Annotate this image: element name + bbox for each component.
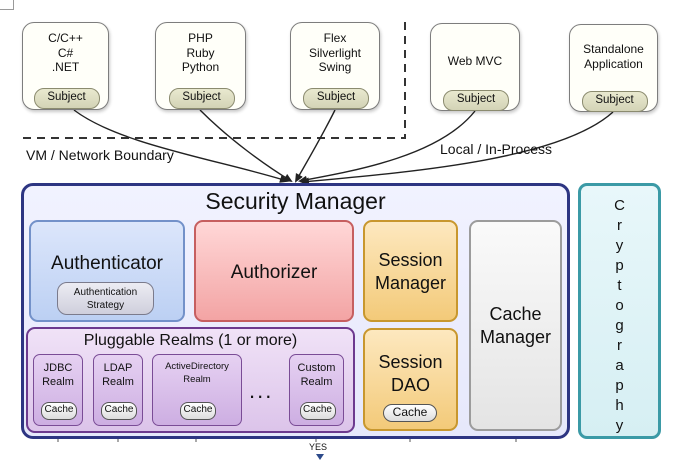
client-line: PHP (188, 31, 213, 45)
authentication-strategy: Authentication Strategy (57, 282, 154, 315)
arrow-php (199, 109, 293, 183)
cryptography-label: C r y p t o g r a p h y (581, 196, 658, 436)
realm-cache: Cache (299, 402, 336, 420)
realm-jdbc: JDBC Realm Cache (33, 354, 83, 426)
crypto-letter: g (615, 317, 624, 334)
subject-pill: Subject (33, 88, 100, 109)
session-dao-line: DAO (390, 375, 430, 395)
realm-activedirectory: ActiveDirectory Realm Cache (152, 354, 242, 426)
realm-cache: Cache (41, 402, 77, 420)
cryptography-box: C r y p t o g r a p h y (578, 183, 661, 439)
subject-pill: Subject (581, 91, 648, 112)
cache-manager-box (469, 220, 562, 431)
client-line: Standalone (583, 42, 644, 56)
session-manager-box (363, 220, 458, 322)
arrow-flex (295, 109, 336, 183)
cache-manager-line: Manager (479, 327, 552, 347)
strategy-line: Authentication (73, 287, 138, 298)
authenticator-title: Authenticator (51, 253, 163, 274)
crypto-letter: C (614, 197, 625, 214)
realm-cache: Cache (180, 402, 216, 420)
arrow-webmvc (298, 110, 476, 184)
session-dao-cache: Cache (383, 404, 437, 422)
crypto-letter: r (617, 217, 622, 234)
client-line: .NET (51, 60, 80, 74)
client-line: Python (181, 60, 220, 74)
client-line: C/C++ (48, 31, 83, 45)
client-line: Swing (318, 60, 352, 74)
crypto-letter: p (615, 257, 624, 274)
realm-custom: Custom Realm Cache (289, 354, 344, 426)
client-line: Flex (323, 31, 347, 45)
crypto-letter: h (615, 397, 624, 414)
client-line: Ruby (186, 45, 215, 60)
session-dao-line: Session (378, 352, 443, 372)
pluggable-realms-title: Pluggable Realms (1 or more) (83, 332, 298, 349)
client-cpp: C/C++ C# .NET Subject (22, 22, 109, 110)
realm-line: JDBC (43, 362, 73, 374)
corner-fragment (0, 0, 14, 10)
realm-line: Realm (183, 373, 211, 385)
subject-pill: Subject (303, 88, 369, 109)
strategy-line: Strategy (86, 300, 125, 311)
client-line: Web MVC (447, 54, 503, 68)
client-standalone: Standalone Application Subject (569, 24, 658, 112)
authorizer-title: Authorizer (230, 262, 318, 283)
client-php: PHP Ruby Python Subject (155, 22, 246, 110)
subject-pill: Subject (168, 88, 235, 109)
realms-ellipsis: ... (249, 378, 274, 403)
vm-boundary-line (22, 22, 406, 139)
crypto-letter: y (615, 237, 624, 254)
crypto-letter: y (615, 417, 624, 434)
session-manager-line: Manager (374, 273, 447, 293)
realm-cache: Cache (101, 402, 137, 420)
local-process-label: Local / In-Process (440, 141, 553, 157)
session-dao-title: Session DAO (363, 351, 458, 397)
realm-line: Custom (297, 362, 336, 374)
crypto-letter: p (615, 377, 624, 394)
vm-boundary-label: VM / Network Boundary (26, 147, 174, 163)
realm-line: LDAP (103, 362, 133, 374)
client-line: Silverlight (308, 45, 362, 60)
session-manager-line: Session (378, 250, 443, 270)
realm-ldap: LDAP Realm Cache (93, 354, 143, 426)
security-manager-title: Security Manager (205, 188, 386, 214)
crypto-letter: r (617, 337, 622, 354)
client-flex: Flex Silverlight Swing Subject (290, 22, 380, 110)
crypto-letter: t (617, 277, 622, 294)
subject-pill: Subject (443, 90, 509, 111)
cache-manager-title: Cache Manager (469, 303, 562, 349)
realm-line: Realm (300, 376, 333, 388)
cache-manager-line: Cache (489, 304, 542, 324)
yes-label: YES (309, 442, 328, 452)
client-webmvc: Web MVC Subject (430, 23, 520, 111)
crypto-letter: o (615, 297, 624, 314)
client-line: C# (57, 45, 74, 60)
client-line: Application (584, 56, 643, 71)
realm-line: Realm (42, 376, 74, 388)
realm-line: ActiveDirectory (165, 361, 229, 372)
realm-line: Realm (102, 376, 134, 388)
authorizer-box (194, 220, 354, 322)
arrow-cpp (73, 109, 289, 183)
session-manager-title: Session Manager (363, 249, 458, 295)
crypto-letter: a (615, 357, 624, 374)
arrow-standalone (300, 111, 614, 186)
